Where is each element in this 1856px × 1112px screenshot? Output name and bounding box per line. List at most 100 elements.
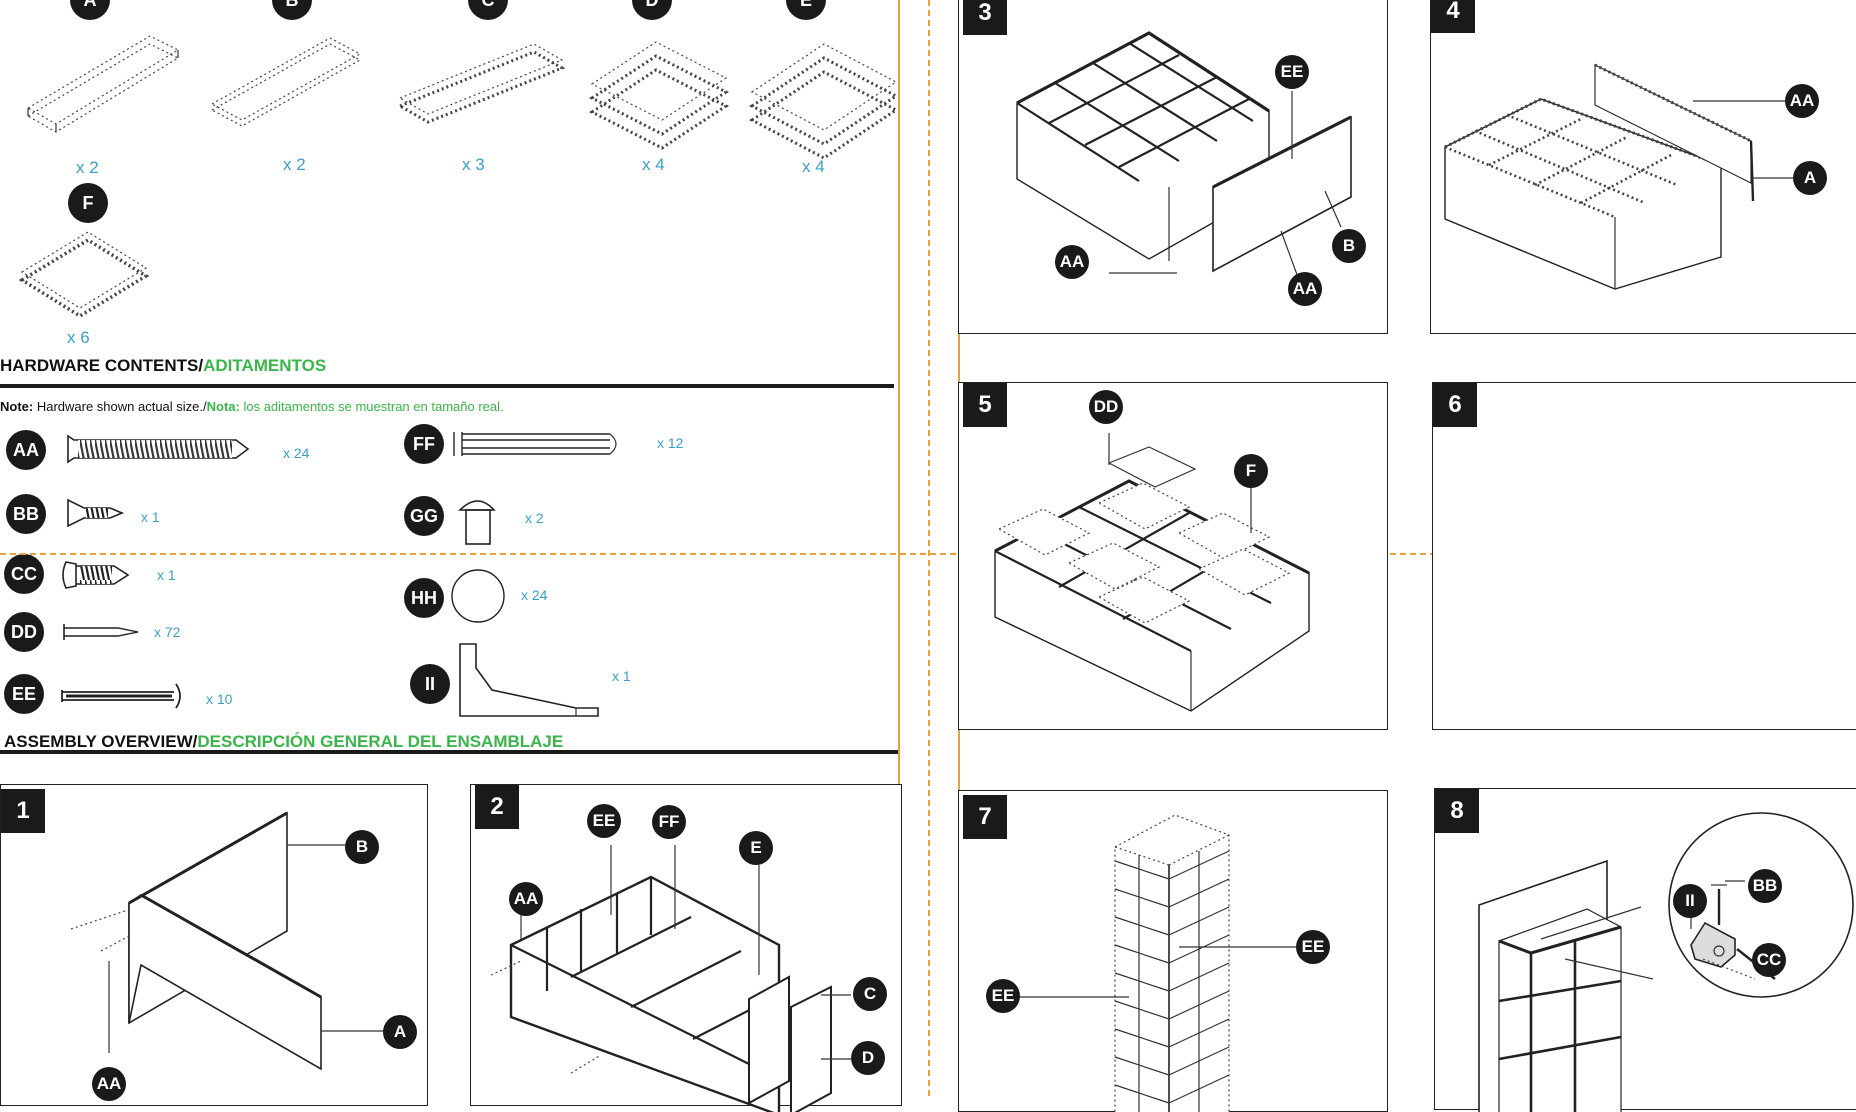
screw-cc-illustration <box>62 561 130 589</box>
peg-gg-illustration <box>458 500 496 545</box>
hardware-badge-ff: FF <box>404 424 444 464</box>
hardware-qty-bb: x 1 <box>141 509 160 525</box>
step-2-callout-aa: AA <box>509 882 543 916</box>
fold-line-vertical <box>928 0 930 1096</box>
step-5-illustration <box>994 433 1310 712</box>
part-badge-f: F <box>68 183 108 223</box>
dowel-ff-illustration <box>453 432 617 456</box>
step-5-callout-dd: DD <box>1089 390 1123 424</box>
fold-line-horizontal <box>0 553 1856 555</box>
hardware-qty-ee: x 10 <box>206 691 233 707</box>
step-3-callout-aa-left: AA <box>1055 245 1089 279</box>
hardware-title-es: ADITAMENTOS <box>203 356 327 375</box>
part-c-illustration <box>396 43 566 124</box>
step-1-illustration <box>70 811 385 1071</box>
step-2-callout-ff: FF <box>652 805 686 839</box>
step-2-illustration <box>490 845 851 1112</box>
part-qty-e: x 4 <box>802 157 825 176</box>
step-3-panel: 3 EE AA B AA <box>958 0 1388 334</box>
step-2-number: 2 <box>475 785 519 829</box>
step-8-callout-ii: II <box>1673 884 1707 918</box>
step-1-panel: 1 B A AA <box>0 784 428 1106</box>
assembly-title: ASSEMBLY OVERVIEW/DESCRIPCIÓN GENERAL DE… <box>4 732 563 752</box>
step-7-callout-ee-left: EE <box>986 979 1020 1013</box>
part-badge-a: A <box>70 0 110 20</box>
parts-illustrations <box>18 35 899 319</box>
part-badge-e: E <box>786 0 826 20</box>
step-4-callout-a: A <box>1793 161 1827 195</box>
part-badge-c: C <box>468 0 508 20</box>
step-7-panel: 7 EE EE <box>958 790 1388 1112</box>
step-2-callout-d: D <box>851 1041 885 1075</box>
hardware-illustrations <box>61 432 617 717</box>
hardware-badge-bb: BB <box>6 494 46 534</box>
hardware-qty-gg: x 2 <box>525 510 544 526</box>
step-1-callout-a: A <box>383 1015 417 1049</box>
part-qty-b: x 2 <box>283 155 306 174</box>
step-2-callout-e: E <box>739 831 773 865</box>
step-7-callout-ee-right: EE <box>1296 930 1330 964</box>
part-b-illustration <box>210 37 362 127</box>
step-3-number: 3 <box>963 0 1007 35</box>
step-1-callout-b: B <box>345 830 379 864</box>
part-badge-d: D <box>632 0 672 20</box>
hardware-title-en: HARDWARE CONTENTS/ <box>0 356 204 375</box>
part-qty-f: x 6 <box>67 328 90 347</box>
screw-bb-illustration <box>67 498 125 528</box>
step-8-illustration <box>1478 812 1854 1112</box>
part-qty-d: x 4 <box>642 155 665 174</box>
step-3-callout-aa-right: AA <box>1288 272 1322 306</box>
hardware-qty-cc: x 1 <box>157 567 176 583</box>
hardware-qty-aa: x 24 <box>283 445 310 461</box>
hardware-qty-ff: x 12 <box>657 435 684 451</box>
hardware-note: Note: Hardware shown actual size./Nota: … <box>0 399 504 414</box>
hardware-rule <box>0 384 894 388</box>
step-3-callout-ee: EE <box>1275 55 1309 89</box>
step-4-number: 4 <box>1431 0 1475 33</box>
step-6-number: 6 <box>1433 383 1477 427</box>
hardware-qty-dd: x 72 <box>154 624 181 640</box>
bracket-ii-illustration <box>459 643 599 717</box>
step-5-callout-f: F <box>1234 454 1268 488</box>
hardware-badge-cc: CC <box>4 554 44 594</box>
part-d-illustration <box>589 41 729 150</box>
part-qty-a: x 2 <box>76 158 99 177</box>
step-2-callout-c: C <box>853 977 887 1011</box>
assembly-title-en: ASSEMBLY OVERVIEW/ <box>4 732 198 751</box>
hardware-badge-hh: HH <box>404 578 444 618</box>
step-8-panel: 8 II BB CC <box>1434 788 1856 1112</box>
rod-ee-illustration <box>61 683 181 709</box>
part-e-illustration <box>749 43 899 160</box>
hardware-title: HARDWARE CONTENTS/ADITAMENTOS <box>0 356 326 376</box>
part-badge-b: B <box>272 0 312 20</box>
screw-aa-illustration <box>67 434 250 464</box>
step-2-callout-ee: EE <box>587 804 621 838</box>
hardware-badge-aa: AA <box>6 430 46 470</box>
hardware-qty-ii: x 1 <box>612 668 631 684</box>
step-4-callout-aa: AA <box>1785 84 1819 118</box>
step-3-callout-b: B <box>1332 229 1366 263</box>
hardware-qty-hh: x 24 <box>521 587 548 603</box>
part-a-illustration <box>26 35 180 133</box>
note-label: Note: <box>0 399 34 414</box>
step-8-number: 8 <box>1435 789 1479 833</box>
nota-label: Nota: <box>206 399 240 414</box>
step-1-callout-aa: AA <box>92 1067 126 1101</box>
nail-dd-illustration <box>63 624 139 640</box>
hardware-badge-dd: DD <box>4 612 44 652</box>
part-f-illustration <box>18 231 150 319</box>
hardware-badge-gg: GG <box>404 496 444 536</box>
part-qty-c: x 3 <box>462 155 485 174</box>
step-6-panel: 6 <box>1432 382 1856 730</box>
nota-text: los aditamentos se muestran en tamaño re… <box>239 399 504 414</box>
pad-hh-illustration <box>451 569 505 623</box>
note-text: Hardware shown actual size./ <box>33 399 207 414</box>
assembly-title-es: DESCRIPCIÓN GENERAL DEL ENSAMBLAJE <box>197 732 564 751</box>
step-2-panel: 2 EE FF E AA C D <box>470 784 902 1112</box>
step-4-panel: 4 AA A <box>1430 0 1856 334</box>
step-5-panel: 5 DD F <box>958 382 1388 730</box>
vertical-divider <box>898 0 900 1096</box>
step-3-illustration <box>1016 31 1352 292</box>
hardware-badge-ii: II <box>410 664 450 704</box>
step-4-illustration <box>1444 63 1793 290</box>
